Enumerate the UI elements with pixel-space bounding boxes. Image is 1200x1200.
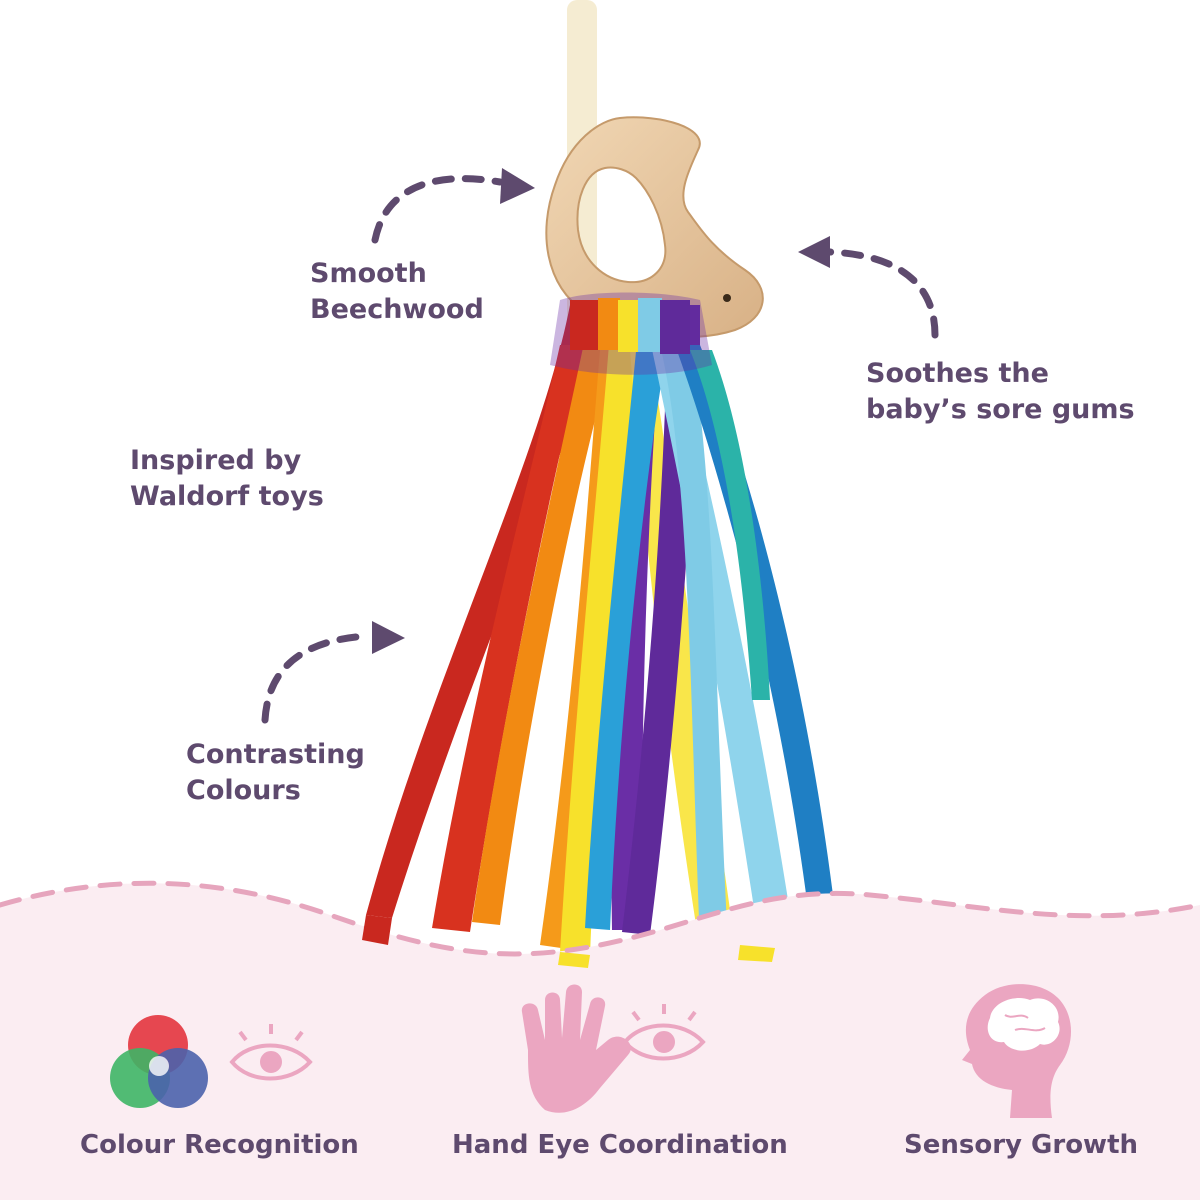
rgb-circles-icon — [110, 1015, 208, 1108]
ribbon-wrap-orange — [598, 298, 620, 350]
ribbon-wrap-lightblue — [638, 298, 662, 352]
callout-beechwood-line2: Beechwood — [310, 294, 484, 325]
eye-icon — [622, 1004, 706, 1061]
ribbon-tip-yellow-2 — [738, 945, 775, 962]
ribbon-blue — [585, 310, 668, 930]
arrowhead-beechwood — [500, 168, 535, 204]
ribbon-tip-red — [362, 915, 392, 945]
arrow-colours — [261, 632, 372, 724]
callout-beechwood-line1: Smooth — [310, 258, 427, 289]
ribbon-light-blue-2 — [660, 345, 728, 945]
callout-waldorf-line1: Inspired by — [130, 445, 302, 476]
callout-colours: Contrasting Colours — [186, 737, 365, 809]
ribbon-red-2 — [432, 345, 585, 932]
arrowhead-gums — [798, 236, 830, 268]
ribbon-teal — [690, 350, 770, 700]
ribbon-dark-blue — [675, 345, 836, 925]
arrow-heads — [372, 168, 830, 654]
pink-wave-dash — [0, 880, 1200, 957]
benefit-sensory-growth: Sensory Growth — [904, 1130, 1139, 1160]
callout-waldorf-line2: Waldorf toys — [130, 481, 324, 512]
ribbon-wrap-red — [570, 300, 600, 350]
ribbon-tip-yellow — [558, 952, 590, 968]
ribbon-wrap-yellow — [618, 300, 640, 352]
callout-gums: Soothes the baby’s sore gums — [866, 356, 1135, 428]
callout-colours-line1: Contrasting — [186, 739, 365, 770]
hand-icon — [521, 984, 631, 1113]
callout-beechwood: Smooth Beechwood — [310, 256, 484, 328]
arrowhead-colours — [372, 621, 405, 654]
teether-eye — [723, 294, 731, 302]
ribbon-yellow — [560, 305, 640, 955]
rainbow-ribbons — [366, 305, 836, 955]
ribbon-orange — [472, 305, 622, 925]
ribbon-purple — [611, 350, 660, 930]
ribbon-wrap-purple — [660, 300, 690, 354]
callout-waldorf: Inspired by Waldorf toys — [130, 443, 324, 515]
benefit-hand-eye-coordination: Hand Eye Coordination — [452, 1130, 788, 1160]
head-brain-icon — [962, 984, 1072, 1118]
eye-icon — [229, 1024, 313, 1081]
callout-gums-line1: Soothes the — [866, 358, 1049, 389]
arrows — [261, 175, 939, 724]
benefit-colour-recognition: Colour Recognition — [80, 1130, 359, 1160]
callout-gums-line2: baby’s sore gums — [866, 394, 1135, 425]
arrow-gums — [826, 248, 939, 339]
wooden-teether — [545, 116, 764, 339]
callout-colours-line2: Colours — [186, 775, 301, 806]
pink-wave-band — [0, 883, 1200, 1200]
arrow-beechwood — [371, 175, 504, 244]
